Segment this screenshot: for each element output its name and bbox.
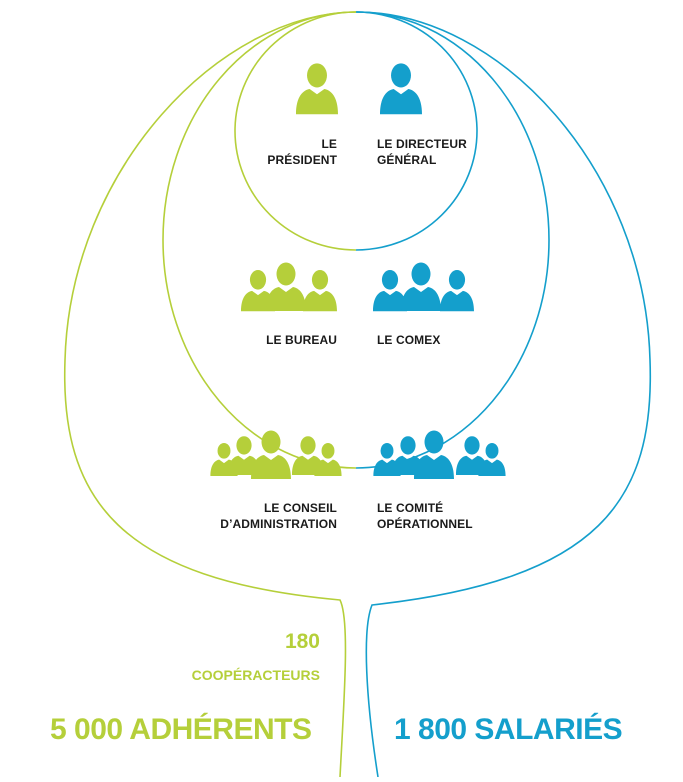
comite-label-line2: OPÉRATIONNEL xyxy=(377,517,473,531)
adherents-outer-arc xyxy=(63,11,358,778)
bureau-label-text: LE BUREAU xyxy=(266,333,337,347)
conseil-label: LE CONSEIL D’ADMINISTRATION xyxy=(220,500,337,532)
conseil-label-line1: LE CONSEIL xyxy=(263,501,337,515)
directeur-label-line1: LE DIRECTEUR xyxy=(377,137,467,151)
directeur-person-icon xyxy=(380,63,422,115)
adherents-total: 5 000 ADHÉRENTS xyxy=(50,713,312,746)
comex-group-icon xyxy=(373,262,474,312)
cooperacteurs-number: 180 xyxy=(284,630,320,653)
directeur-label-line2: GÉNÉRAL xyxy=(377,153,437,167)
directeur-label: LE DIRECTEUR GÉNÉRAL xyxy=(377,136,467,168)
middle-circle-blue-half xyxy=(355,11,550,469)
comex-label: LE COMEX xyxy=(377,332,440,348)
bureau-label: LE BUREAU xyxy=(266,332,337,348)
president-person-icon xyxy=(296,63,338,115)
president-label-line2: PRÉSIDENT xyxy=(267,153,337,167)
comite-label: LE COMITÉ OPÉRATIONNEL xyxy=(377,500,473,532)
comex-label-text: LE COMEX xyxy=(377,333,441,347)
president-label: LE PRÉSIDENT xyxy=(267,136,337,168)
inner-circle-green-half xyxy=(234,11,357,251)
salaries-outer-arc xyxy=(356,11,652,778)
comite-group-icon xyxy=(373,430,506,479)
president-label-line1: LE xyxy=(321,137,337,151)
inner-circle-blue-half xyxy=(355,11,478,251)
salaries-total: 1 800 SALARIÉS xyxy=(394,713,623,746)
conseil-label-line2: D’ADMINISTRATION xyxy=(220,517,337,531)
comite-label-line1: LE COMITÉ xyxy=(377,501,444,515)
middle-circle-green-half xyxy=(162,11,357,469)
conseil-group-icon xyxy=(210,430,342,479)
bureau-group-icon xyxy=(241,262,337,312)
cooperacteurs-label: COOPÉRACTEURS xyxy=(191,667,320,683)
